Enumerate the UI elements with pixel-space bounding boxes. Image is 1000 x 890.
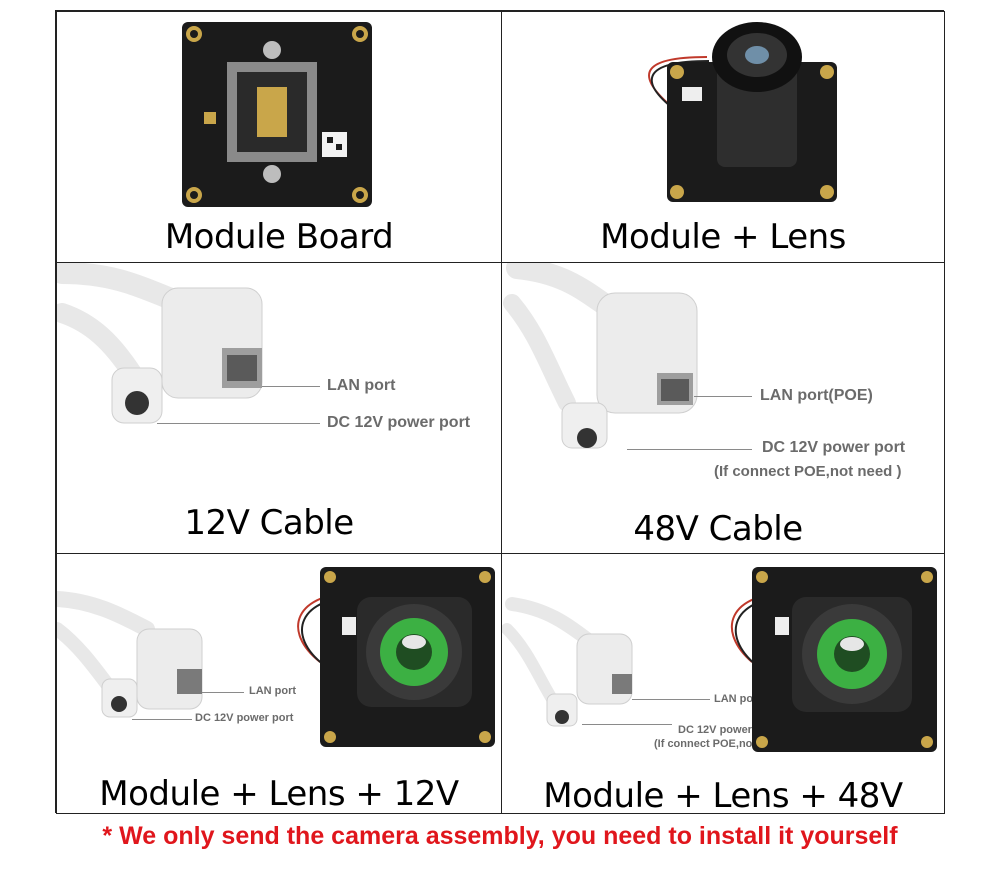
product-grid: Module Board Module + Lens L [55, 10, 945, 814]
panel-module-lens-12v: LAN port DC 12V power port Module + Lens… [56, 553, 502, 814]
dc-port-label-combo48: DC 12V power port [678, 724, 777, 736]
lan-leader-line [262, 386, 320, 387]
cable-12v-image [57, 263, 263, 424]
dc-leader-line-combo48 [582, 724, 672, 725]
lan-poe-leader-line [694, 396, 752, 397]
caption-48v-cable: 48V Cable [633, 509, 803, 549]
lan-port-label-combo12: LAN port [249, 685, 297, 697]
dc-port-label: DC 12V power port [327, 414, 471, 431]
panel-48v-cable: LAN port(POE) DC 12V power port (If conn… [501, 262, 945, 554]
dc-leader-line-combo12 [132, 719, 192, 720]
dc-leader-line-48v [627, 449, 752, 450]
module-lens-green-image-48v [730, 567, 937, 752]
dc-port-label-48v: DC 12V power port [762, 439, 906, 456]
caption-module-lens: Module + Lens [600, 217, 846, 257]
cable-48v-small-image [502, 597, 633, 727]
module-lens-green-image [297, 567, 495, 747]
lan-leader-line-combo12 [202, 692, 244, 693]
lan-port-label: LAN port [327, 377, 396, 394]
caption-module-lens-12v: Module + Lens + 12V Cable [99, 774, 459, 814]
lan-poe-port-label: LAN port(POE) [760, 387, 873, 404]
dc-port-note-48v: (If connect POE,not need ) [714, 463, 902, 480]
dc-port-label-combo12: DC 12V power port [195, 712, 294, 724]
module-lens-image [648, 22, 837, 202]
caption-12v-cable: 12V Cable [184, 503, 354, 543]
panel-12v-cable: LAN port DC 12V power port 12V Cable [56, 262, 502, 554]
panel-module-lens: Module + Lens [501, 11, 945, 263]
cable-12v-small-image [57, 591, 203, 718]
caption-module-lens-48v: Module + Lens + 48V Cable [543, 776, 903, 814]
panel-module-board: Module Board [56, 11, 502, 263]
lan-poe-leader-line-combo48 [632, 699, 710, 700]
panel-module-lens-48v: LAN port(POE) DC 12V power port (If conn… [501, 553, 945, 814]
dc-leader-line [157, 423, 320, 424]
cable-48v-image [503, 263, 698, 449]
caption-module-board: Module Board [164, 217, 394, 257]
assembly-notice: * We only send the camera assembly, you … [102, 822, 898, 850]
module-board-image [182, 22, 372, 207]
